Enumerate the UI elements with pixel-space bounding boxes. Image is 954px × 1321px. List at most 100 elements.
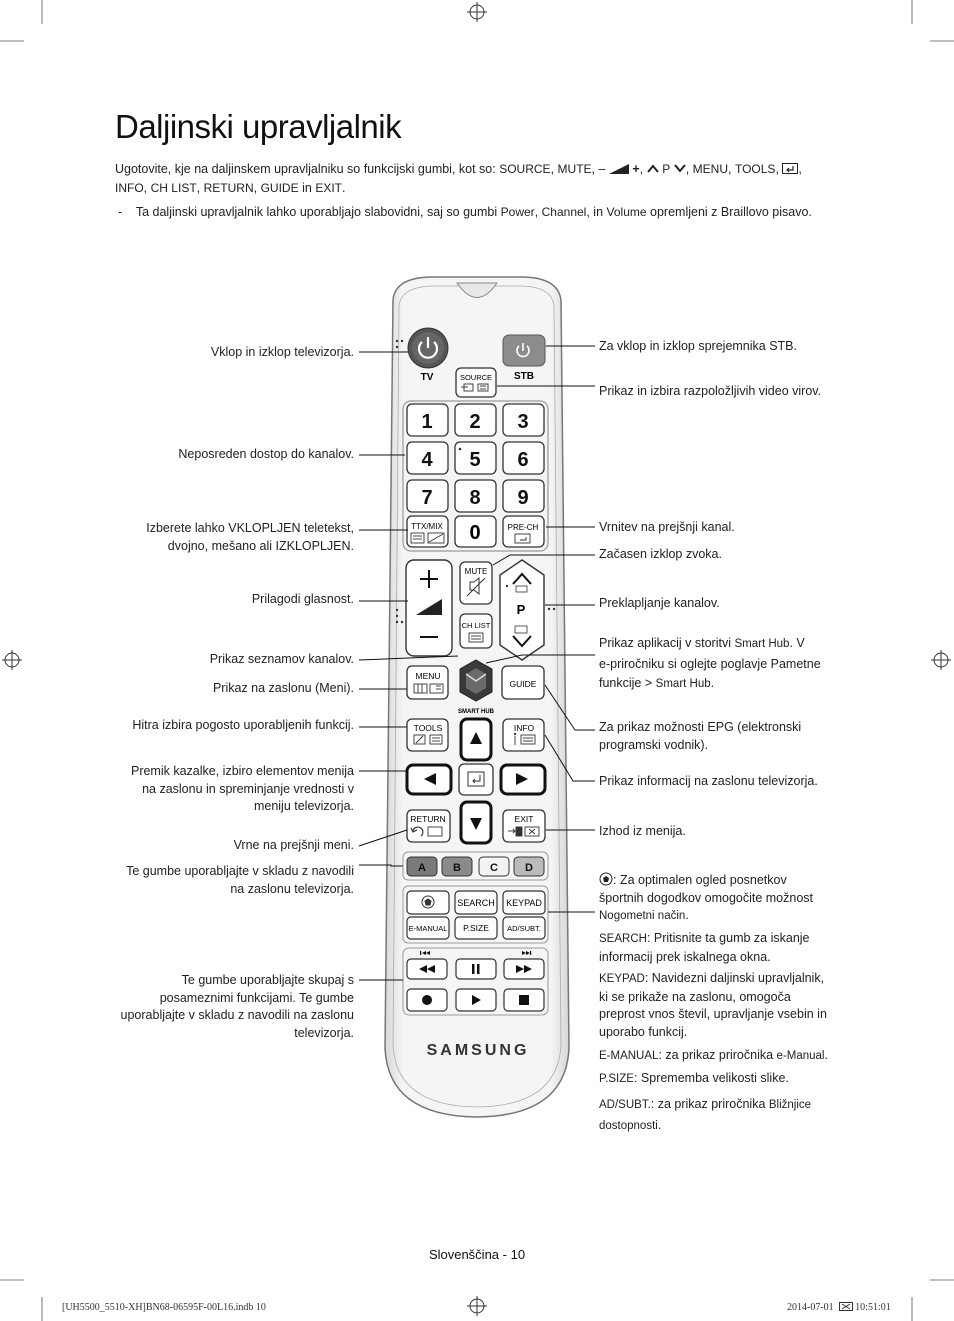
power-icon: [417, 337, 439, 359]
mute-label: MUTE: [465, 567, 488, 576]
volume-up-icon: [420, 570, 438, 588]
digit-button: [406, 403, 449, 437]
label-mute: Začasen izklop zvoka.: [599, 547, 722, 561]
guide-button: [501, 665, 545, 700]
stop-icon: [519, 995, 529, 1005]
prech-icon: [514, 533, 531, 544]
label-search: SEARCH: Pritisnite ta gumb za iskanje in…: [599, 931, 810, 964]
label-guide: Za prikaz možnosti EPG (elektronski prog…: [599, 720, 802, 752]
tv-label: TV: [421, 372, 434, 383]
color-a-label: A: [418, 862, 426, 874]
ch-list-button: [459, 613, 493, 649]
source-icon: [461, 383, 489, 392]
clock-box-icon: [838, 1302, 853, 1311]
label-ttx-mix: Izberete lahko VKLOPLJEN teletekst,dvojn…: [146, 521, 354, 553]
pause-button: [455, 958, 497, 980]
e-manual-button: [406, 916, 450, 940]
label-info: Prikaz informacij na zaslonu televizorja…: [599, 774, 818, 788]
ad-subt-label: AD/SUBT.: [507, 924, 541, 933]
color-c-label: C: [490, 862, 498, 874]
exit-icon: [508, 826, 540, 837]
label-ch-list: Prikaz seznamov kanalov.: [209, 652, 354, 666]
enter-icon: [467, 771, 485, 787]
registration-mark-right: [931, 650, 951, 670]
registration-mark-left: [2, 650, 22, 670]
callout-lines: [358, 345, 595, 981]
return-button: [406, 809, 451, 843]
ch-list-icon: [468, 632, 484, 643]
digit-button: [454, 403, 497, 437]
p-size-button: [454, 916, 498, 940]
source-label: SOURCE: [460, 373, 492, 382]
record-icon: [422, 995, 432, 1005]
color-c-button: [478, 856, 510, 877]
smart-hub-label: SMART HUB: [458, 709, 495, 715]
accessibility-note: - Ta daljinski upravljalnik lahko uporab…: [118, 205, 812, 219]
ttx-mix-button: [406, 515, 449, 548]
volume-wedge-icon: [416, 599, 442, 615]
source-button: [455, 367, 497, 398]
intro-paragraph: Ugotovite, kje na daljinskem upravljalni…: [115, 162, 802, 195]
registration-mark-bottom: [467, 1296, 487, 1316]
next-track-icon: [522, 951, 526, 955]
menu-button: [406, 665, 449, 700]
label-sport: : Za optimalen ogled posnetkov športnih …: [599, 872, 814, 922]
page-title: Daljinski upravljalnik: [115, 108, 402, 145]
mute-button: [459, 561, 493, 605]
print-file-info: [UH5500_5510-XH]BN68-06595F-00L16.indb 1…: [62, 1302, 266, 1313]
return-icon: [410, 826, 443, 837]
exit-label: EXIT: [515, 814, 534, 824]
sport-icon: [599, 872, 613, 886]
number-pad: 1 2 3 4 5 6 7 8 9: [406, 403, 545, 513]
down-arrow-icon: [470, 818, 482, 830]
tools-icon: [413, 734, 443, 745]
digit-button: [406, 479, 449, 513]
digit-button: [454, 441, 497, 475]
digit-3: 3: [517, 411, 528, 433]
label-tv-power: Vklop in izklop televizorja.: [210, 345, 354, 359]
chevron-up-icon: [646, 164, 659, 173]
label-exit: Izhod iz menija.: [599, 824, 686, 838]
channel-p-label: P: [517, 602, 526, 617]
enter-button: [458, 763, 494, 796]
info-label: INFO: [514, 723, 535, 733]
keypad-button: [502, 890, 546, 915]
label-tools: Hitra izbira pogosto uporabljenih funkci…: [132, 718, 354, 732]
digit-6: 6: [517, 449, 528, 471]
up-arrow-icon: [470, 732, 482, 744]
label-smart-hub: Prikaz aplikacij v storitvi Smart Hub. V…: [599, 636, 821, 690]
ttx-mix-label: TTX/MIX: [411, 522, 443, 531]
menu-label: MENU: [415, 671, 440, 681]
search-label: SEARCH: [457, 898, 495, 908]
ad-subt-button: [502, 916, 546, 940]
teletext-icon: [410, 532, 445, 544]
p-size-label: P.SIZE: [463, 923, 489, 933]
digit-2: 2: [469, 411, 480, 433]
stb-power-icon: [516, 343, 530, 358]
volume-wedge-icon: [608, 164, 629, 174]
page-number: Slovenščina - 10: [428, 1247, 526, 1262]
pre-ch-button: [502, 515, 545, 548]
color-b-label: B: [453, 862, 461, 874]
search-button: [454, 890, 498, 915]
stb-power-button: [502, 334, 546, 367]
smart-hub-icon: [465, 673, 487, 682]
digit-button: [502, 403, 545, 437]
digit-8: 8: [469, 487, 480, 509]
brand-logo: SAMSUNG: [427, 1042, 530, 1059]
tools-button: [406, 718, 449, 752]
digit-5: 5: [469, 449, 480, 471]
label-channel: Preklapljanje kanalov.: [599, 596, 720, 610]
label-keypad: KEYPAD: Navidezni daljinski upravljalnik…: [599, 971, 827, 1039]
channel-up-icon: [512, 572, 532, 585]
channel-down-icon: [512, 635, 532, 648]
rewind-icon: [419, 965, 435, 973]
color-d-button: [513, 856, 545, 877]
pause-icon: [472, 964, 480, 974]
label-source: Prikaz in izbira razpoložljivih video vi…: [599, 384, 822, 398]
play-icon: [472, 995, 481, 1005]
